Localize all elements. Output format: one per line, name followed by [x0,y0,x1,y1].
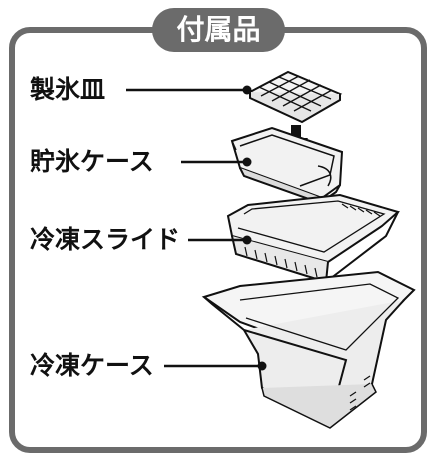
title-badge [152,8,285,52]
freezer-slide-illustration [226,193,401,284]
label-ice-tray: 製氷皿 [30,75,106,104]
ice-storage-case-dot [242,157,252,167]
label-freezer-slide: 冷凍スライド [30,225,181,254]
ice-storage-case-illustration [230,126,344,205]
title: 付属品 [176,13,261,46]
label-ice-storage-case: 貯氷ケース [30,147,154,176]
label-freezer-case: 冷凍ケース [30,351,154,380]
freezer-slide-dot [242,235,252,245]
ice-tray-illustration [247,70,343,124]
freezer-case-illustration [201,270,416,429]
ice-tray-dot [242,85,252,95]
freezer-case-dot [257,361,267,371]
